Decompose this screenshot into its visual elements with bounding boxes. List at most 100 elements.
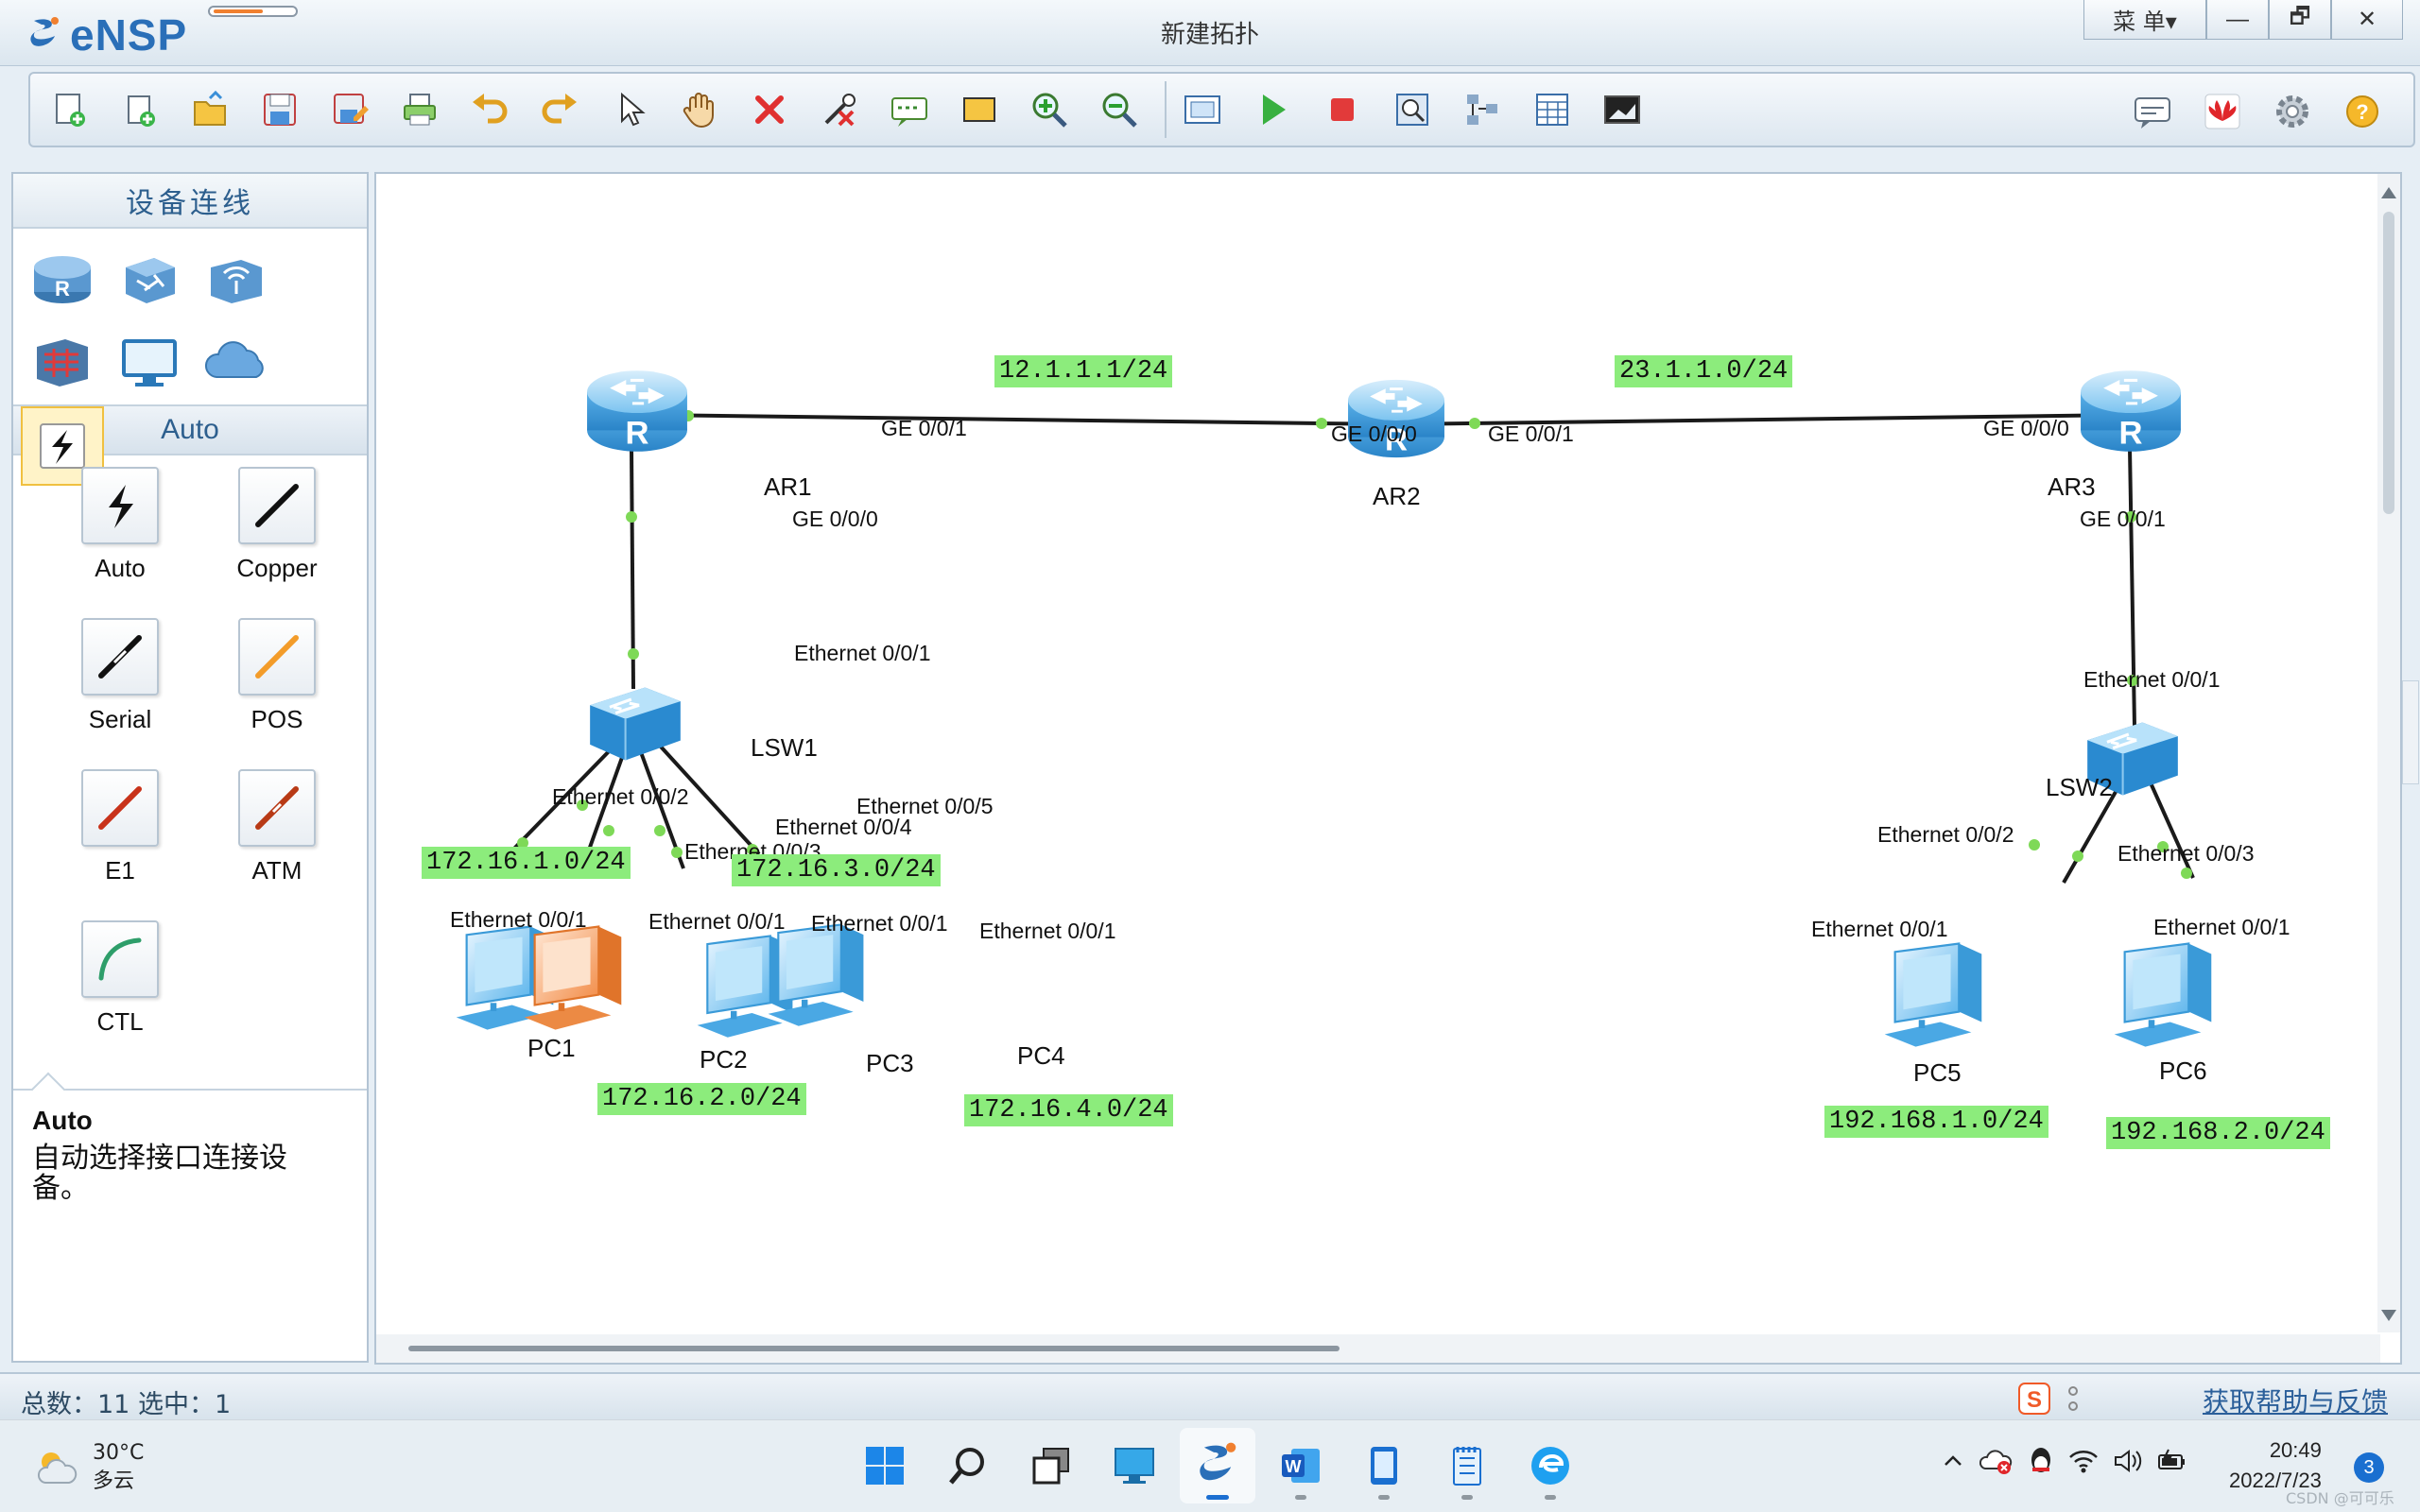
notepad-icon[interactable] <box>1429 1428 1505 1503</box>
pc4-icon[interactable] <box>769 924 864 1025</box>
scroll-down-arrow-icon[interactable] <box>2381 1310 2396 1321</box>
minimize-button[interactable]: — <box>2206 0 2269 40</box>
select-pointer-icon[interactable] <box>599 79 660 140</box>
link-lsw2-pc6[interactable] <box>2147 778 2195 879</box>
vertical-scrollbar[interactable] <box>2377 174 2400 1332</box>
link-ar2-ar3[interactable] <box>1392 413 2131 426</box>
network-label[interactable]: 12.1.1.1/24 <box>994 355 1173 387</box>
word-icon[interactable]: W <box>1263 1428 1339 1503</box>
qq-icon[interactable] <box>2027 1445 2055 1477</box>
cable-label: Copper <box>236 554 318 582</box>
router-ar3-icon[interactable] <box>2079 369 2183 454</box>
network-label[interactable]: 192.168.1.0/24 <box>1824 1106 2048 1138</box>
ensp-app-icon[interactable] <box>1180 1428 1255 1503</box>
pc-category-icon[interactable] <box>108 323 191 403</box>
side-panel-grip[interactable] <box>2402 680 2419 784</box>
horizontal-scrollbar[interactable] <box>376 1334 2380 1363</box>
redo-icon[interactable] <box>529 79 590 140</box>
pc6-icon[interactable] <box>2115 944 2212 1047</box>
settings-icon[interactable] <box>2262 81 2323 142</box>
desktop-monitor-icon[interactable] <box>1097 1428 1172 1503</box>
port-dot <box>577 799 588 811</box>
scroll-up-arrow-icon[interactable] <box>2381 187 2396 198</box>
wireless-category-icon[interactable] <box>195 240 278 319</box>
pan-hand-icon[interactable] <box>669 79 730 140</box>
port-dot <box>2157 841 2169 852</box>
screenshot-icon[interactable] <box>1592 79 1652 140</box>
pc5-icon[interactable] <box>1885 944 1982 1047</box>
chevron-up-icon[interactable] <box>1940 1448 1966 1474</box>
maximize-button[interactable]: 🗗 <box>2269 0 2331 40</box>
link-lsw1-pc4[interactable] <box>658 744 761 856</box>
cable-auto[interactable]: Auto <box>42 467 199 618</box>
wifi-icon[interactable] <box>2068 1448 2099 1474</box>
network-label[interactable]: 23.1.1.0/24 <box>1615 355 1793 387</box>
topology-icon[interactable] <box>1452 79 1512 140</box>
network-label[interactable]: 192.168.2.0/24 <box>2106 1117 2330 1149</box>
print-icon[interactable] <box>389 79 450 140</box>
windows-start-icon[interactable] <box>847 1428 923 1503</box>
cable-serial[interactable]: Serial <box>42 618 199 769</box>
link-lsw1-pc1[interactable] <box>507 744 616 856</box>
zoom-out-icon[interactable] <box>1089 79 1150 140</box>
scrollbar-thumb[interactable] <box>408 1346 1340 1351</box>
cable-e1[interactable]: E1 <box>42 769 199 920</box>
search-icon[interactable] <box>930 1428 1006 1503</box>
undo-icon[interactable] <box>459 79 520 140</box>
delete-link-icon[interactable] <box>809 79 870 140</box>
scrollbar-thumb[interactable] <box>2383 212 2394 514</box>
open-icon[interactable] <box>180 79 240 140</box>
link-ar1-ar2[interactable] <box>645 413 1394 426</box>
router-ar1-icon[interactable] <box>585 369 689 454</box>
zoom-in-icon[interactable] <box>1019 79 1080 140</box>
huawei-icon[interactable] <box>2192 81 2253 142</box>
notification-badge[interactable]: 3 <box>2354 1452 2384 1483</box>
delete-icon[interactable] <box>739 79 800 140</box>
rectangle-icon[interactable] <box>949 79 1010 140</box>
save-as-icon[interactable] <box>320 79 380 140</box>
new-topology-icon[interactable] <box>40 79 100 140</box>
browser-icon[interactable] <box>1512 1428 1588 1503</box>
port-dot <box>626 511 637 523</box>
stop-device-icon[interactable] <box>1312 79 1373 140</box>
help-icon[interactable]: ? <box>2332 81 2393 142</box>
tablet-icon[interactable] <box>1346 1428 1422 1503</box>
onedrive-error-icon[interactable] <box>1979 1446 2014 1476</box>
grid-icon[interactable] <box>1522 79 1582 140</box>
cable-ctl[interactable]: CTL <box>42 920 199 1072</box>
link-lsw2-pc5[interactable] <box>2062 778 2125 884</box>
app-logo: eNSP <box>26 10 187 60</box>
main-menu-button[interactable]: 菜 单▾ <box>2083 0 2206 40</box>
connection-category-icon[interactable] <box>21 406 104 486</box>
router-category-icon[interactable]: R <box>21 240 104 319</box>
save-icon[interactable] <box>250 79 310 140</box>
cloud-category-icon[interactable] <box>195 323 278 403</box>
close-button[interactable]: ✕ <box>2331 0 2403 40</box>
system-clock[interactable]: 20:49 2022/7/23 <box>2229 1435 2322 1496</box>
cable-copper[interactable]: Copper <box>199 467 355 618</box>
cable-pos[interactable]: POS <box>199 618 355 769</box>
new-example-icon[interactable] <box>110 79 170 140</box>
cable-atm[interactable]: ATM <box>199 769 355 920</box>
network-label[interactable]: 172.16.2.0/24 <box>597 1083 806 1115</box>
start-device-icon[interactable] <box>1242 79 1303 140</box>
help-feedback-link[interactable]: 获取帮助与反馈 <box>2202 1386 2388 1418</box>
volume-icon[interactable] <box>2112 1448 2142 1474</box>
network-label[interactable]: 172.16.4.0/24 <box>964 1094 1173 1126</box>
task-view-icon[interactable] <box>1013 1428 1089 1503</box>
battery-icon[interactable] <box>2155 1448 2187 1474</box>
chat-icon[interactable] <box>2122 81 2183 142</box>
switch-lsw1-icon[interactable] <box>588 685 683 763</box>
switch-category-icon[interactable] <box>108 240 191 319</box>
network-label[interactable]: 172.16.1.0/24 <box>422 847 631 879</box>
topology-diagram[interactable]: R <box>376 174 2402 1365</box>
cable-label: E1 <box>105 856 135 885</box>
network-label[interactable]: 172.16.3.0/24 <box>732 854 941 886</box>
fit-view-icon[interactable] <box>1172 79 1233 140</box>
pc2-icon[interactable] <box>525 927 622 1030</box>
firewall-category-icon[interactable] <box>21 323 104 403</box>
text-note-icon[interactable] <box>879 79 940 140</box>
capture-icon[interactable] <box>1382 79 1443 140</box>
topology-canvas[interactable]: R <box>374 172 2402 1365</box>
